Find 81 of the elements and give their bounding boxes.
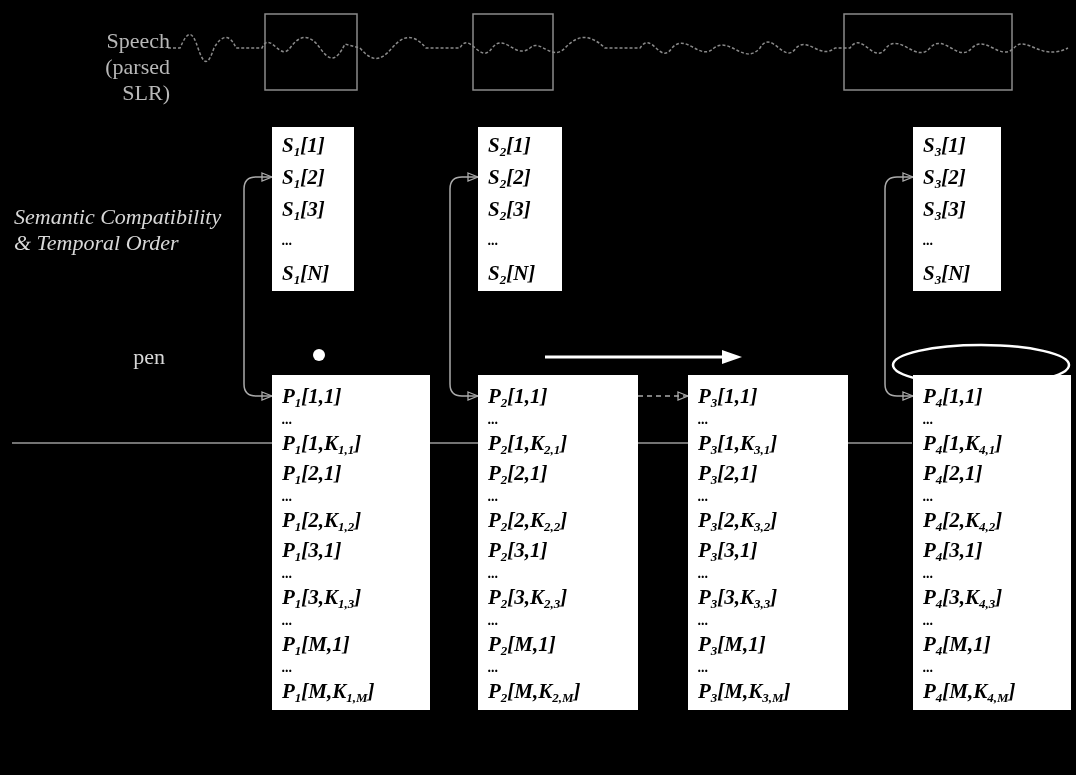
- symbol-entry: S$_{1}$[1]: [282, 132, 326, 161]
- symbol-entry: ...: [923, 488, 935, 505]
- symbol-entry: P$_{2}$[2,1]: [488, 460, 549, 488]
- symbol-entry: ...: [923, 612, 935, 629]
- pen-symbol-list: [272, 375, 430, 710]
- speech-symbol-list: [272, 127, 354, 291]
- symbol-entry: ...: [488, 612, 500, 629]
- symbol-entry: S$_{1}$[2]: [282, 164, 326, 193]
- symbol-entry: P$_{4}$[2,1]: [923, 460, 984, 488]
- symbol-entry: P$_{1}$[M,1]: [282, 631, 351, 659]
- symbol-entry: ...: [282, 411, 294, 428]
- symbol-entry: P$_{4}$[1,1]: [923, 383, 984, 411]
- symbol-entry: ...: [923, 565, 935, 582]
- symbol-entry: P$_{1}$[2,1]: [282, 460, 343, 488]
- symbol-entry: ...: [282, 488, 294, 505]
- annotation-text: Semantic Compatibility & Temporal Order: [14, 204, 223, 256]
- symbol-entry: P$_{3}$[2,K$_{3,2}$]: [698, 507, 779, 535]
- symbol-entry: ...: [698, 411, 710, 428]
- pen-symbol-list: [478, 375, 638, 710]
- symbol-entry: P$_{4}$[2,K$_{4,2}$]: [923, 507, 1004, 535]
- symbol-entry: ...: [282, 565, 294, 582]
- symbol-entry: P$_{4}$[1,K$_{4,1}$]: [923, 430, 1004, 458]
- connector-arrow: [449, 172, 479, 401]
- symbol-entry: S$_{3}$[2]: [923, 164, 967, 193]
- pen-symbol-list: [688, 375, 848, 710]
- symbol-entry: P$_{3}$[2,1]: [698, 460, 759, 488]
- symbol-entry: S$_{3}$[N]: [923, 260, 972, 289]
- symbol-entry: P$_{1}$[2,K$_{1,2}$]: [282, 507, 363, 535]
- speech-symbol-list: [478, 127, 562, 291]
- symbol-entry: P$_{1}$[3,1]: [282, 537, 343, 565]
- symbol-entry: P$_{2}$[1,1]: [488, 383, 549, 411]
- connector-arrow: [884, 172, 914, 401]
- symbol-entry: ...: [488, 659, 500, 676]
- symbol-entry: ...: [698, 612, 710, 629]
- symbol-entry: ...: [282, 659, 294, 676]
- symbol-entry: S$_{1}$[N]: [282, 260, 331, 289]
- symbol-entry: P$_{3}$[M,K$_{3,M}$]: [698, 678, 792, 706]
- symbol-entry: P$_{2}$[2,K$_{2,2}$]: [488, 507, 569, 535]
- symbol-entry: ...: [698, 659, 710, 676]
- symbol-entry: P$_{3}$[1,1]: [698, 383, 759, 411]
- symbol-entry: P$_{4}$[3,1]: [923, 537, 984, 565]
- symbol-entry: ...: [923, 659, 935, 676]
- symbol-entry: ...: [488, 488, 500, 505]
- symbol-entry: ...: [698, 488, 710, 505]
- symbol-entry: ...: [923, 232, 935, 250]
- symbol-entry: P$_{1}$[M,K$_{1,M}$]: [282, 678, 376, 706]
- symbol-entry: S$_{2}$[1]: [488, 132, 532, 161]
- symbol-entry: S$_{2}$[3]: [488, 196, 532, 225]
- symbol-entry: S$_{1}$[3]: [282, 196, 326, 225]
- symbol-entry: ...: [698, 565, 710, 582]
- symbol-entry: S$_{3}$[1]: [923, 132, 967, 161]
- symbol-entry: P$_{3}$[3,K$_{3,3}$]: [698, 584, 779, 612]
- symbol-entry: P$_{2}$[3,1]: [488, 537, 549, 565]
- speech-symbol-list: [913, 127, 1001, 291]
- annotation-text: Speech (parsed SLR): [104, 28, 170, 106]
- symbol-entry: P$_{3}$[3,1]: [698, 537, 759, 565]
- symbol-entry: P$_{4}$[3,K$_{4,3}$]: [923, 584, 1004, 612]
- symbol-entry: P$_{3}$[1,K$_{3,1}$]: [698, 430, 779, 458]
- symbol-entry: S$_{3}$[3]: [923, 196, 967, 225]
- pen-symbol-list: [913, 375, 1071, 710]
- symbol-entry: S$_{2}$[N]: [488, 260, 537, 289]
- symbol-entry: ...: [923, 411, 935, 428]
- symbol-entry: P$_{2}$[M,K$_{2,M}$]: [488, 678, 582, 706]
- symbol-entry: ...: [282, 612, 294, 629]
- symbol-entry: S$_{2}$[2]: [488, 164, 532, 193]
- connector-arrow: [637, 391, 689, 401]
- symbol-entry: P$_{4}$[M,1]: [923, 631, 992, 659]
- annotation-text: pen: [132, 344, 165, 370]
- symbol-entry: P$_{1}$[1,1]: [282, 383, 343, 411]
- symbol-entry: P$_{3}$[M,1]: [698, 631, 767, 659]
- symbol-entry: ...: [488, 232, 500, 250]
- symbol-entry: P$_{4}$[M,K$_{4,M}$]: [923, 678, 1017, 706]
- connector-arrow: [243, 172, 273, 401]
- symbol-entry: ...: [488, 411, 500, 428]
- symbol-entry: P$_{2}$[M,1]: [488, 631, 557, 659]
- symbol-entry: P$_{1}$[3,K$_{1,3}$]: [282, 584, 363, 612]
- symbol-entry: P$_{2}$[1,K$_{2,1}$]: [488, 430, 569, 458]
- symbol-entry: ...: [282, 232, 294, 250]
- symbol-entry: ...: [488, 565, 500, 582]
- symbol-entry: P$_{2}$[3,K$_{2,3}$]: [488, 584, 569, 612]
- symbol-entry: P$_{1}$[1,K$_{1,1}$]: [282, 430, 363, 458]
